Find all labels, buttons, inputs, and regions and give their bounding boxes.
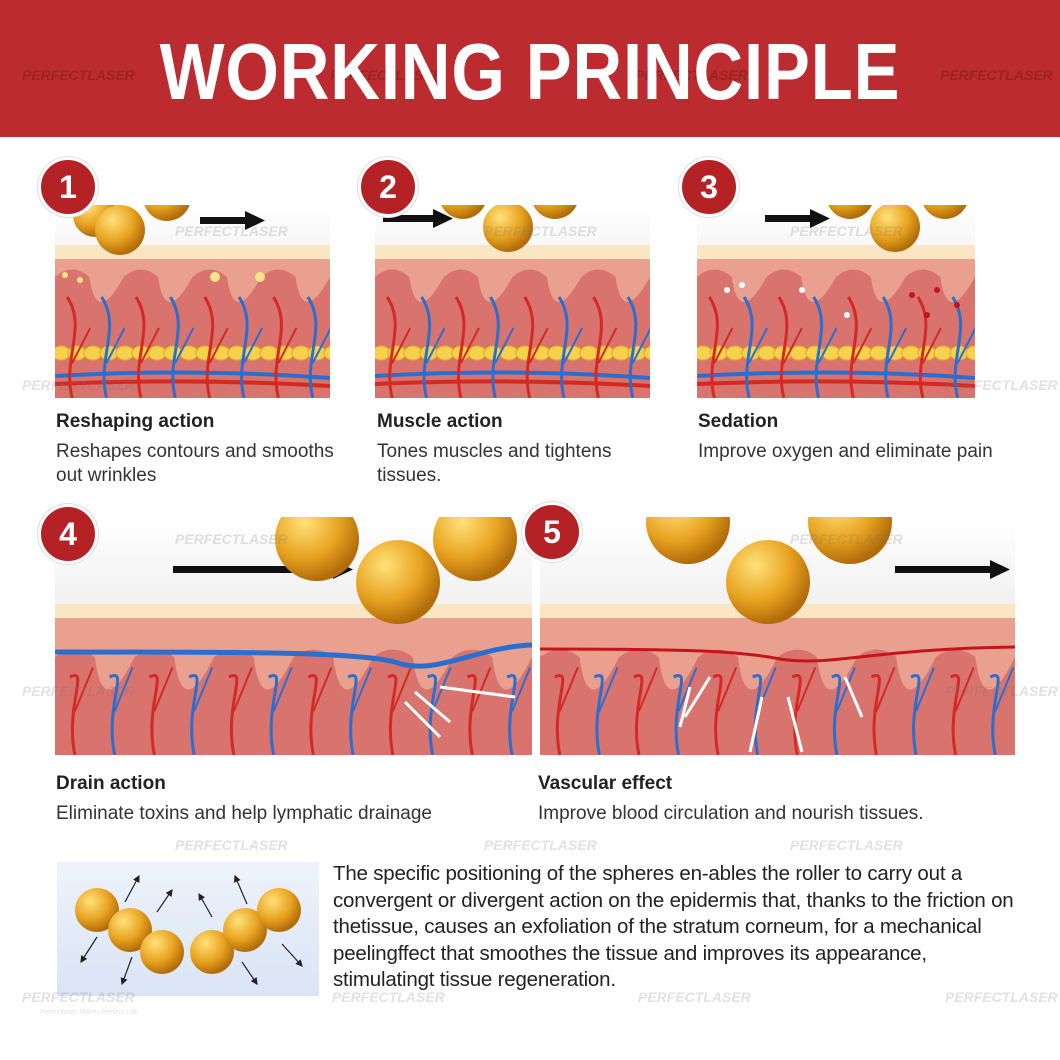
watermark: PERFECTLASER <box>175 837 288 853</box>
step-badge: 4 <box>38 504 98 564</box>
step-title: Sedation <box>698 411 779 432</box>
step-description: Reshapes contours and smooths out wrinkl… <box>56 441 334 486</box>
watermark: PERFECTLASER <box>790 837 903 853</box>
step-description: Improve oxygen and eliminate pain <box>698 441 993 462</box>
step-title: Reshaping action <box>56 411 215 432</box>
watermark-tagline: Perfectlaser Makes Perfect Life <box>40 1009 138 1016</box>
illustration-vascular <box>540 517 1015 755</box>
step-badge: 5 <box>522 502 582 562</box>
header-banner: PERFECTLASER PERFECTLASER PERFECTLASER P… <box>0 0 1060 137</box>
step-title: Muscle action <box>377 411 503 432</box>
illustration-muscle <box>375 205 650 398</box>
step-description: Tones muscles and tightens tissues. <box>377 441 612 486</box>
description-paragraph: The specific positioning of the spheres … <box>333 862 1014 991</box>
sphere-arrangement-illustration <box>57 862 319 996</box>
illustration-sedation <box>697 205 975 398</box>
page-title: WORKING PRINCIPLE <box>159 27 901 116</box>
step-badge: 2 <box>358 157 418 217</box>
step-description: Improve blood circulation and nourish ti… <box>538 803 924 824</box>
step-title: Vascular effect <box>538 773 673 794</box>
illustration-drain <box>55 517 532 755</box>
step-badge: 3 <box>679 157 739 217</box>
step-title: Drain action <box>56 773 166 794</box>
illustration-reshaping <box>55 205 330 398</box>
watermark: PERFECTLASER <box>484 837 597 853</box>
step-description: Eliminate toxins and help lymphatic drai… <box>56 803 432 824</box>
step-badge: 1 <box>38 157 98 217</box>
